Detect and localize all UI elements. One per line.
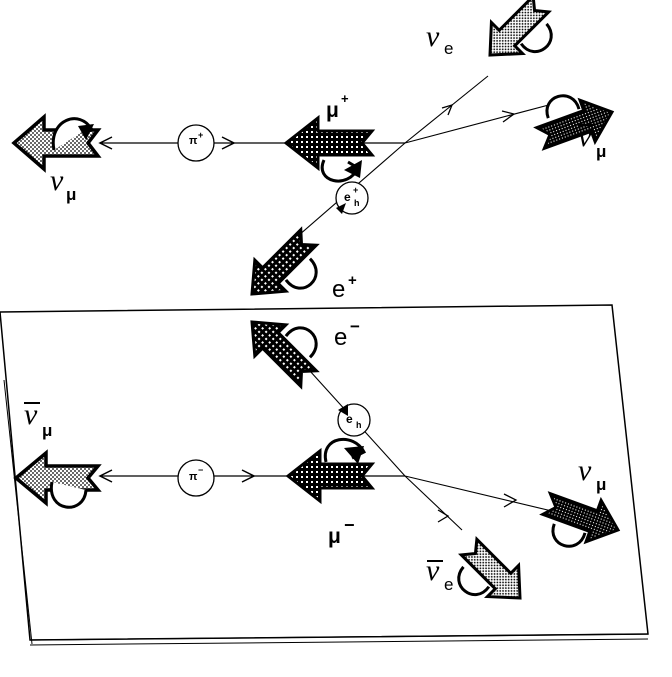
top-numubar-label: ν [578,120,592,153]
bottom-numu-label: ν [578,454,592,487]
bottom-node-sub: h [356,420,362,430]
bottom-numubar-label: ν [24,398,38,431]
top-numubar-arrow [533,94,615,151]
top-positron-label: e [332,276,346,303]
top-positron-arrow [250,226,320,296]
top-numu-arrow [11,113,102,173]
bottom-nuebar-bar [427,560,443,562]
top-nue-label: ν [426,20,440,53]
top-muon-arrow [283,114,376,183]
top-nue-arrow [488,0,553,57]
top-numu-sub: μ [66,185,77,204]
top-branch-numubar [404,101,561,144]
top-pion-charge: + [198,130,204,140]
bottom-numu-arrow [539,491,621,548]
top-numubar-sub: μ [596,142,607,161]
bottom-nuebar-label: ν [426,554,440,587]
bottom-numubar-sub: μ [42,421,53,440]
bottom-muon-arrow [285,437,376,505]
bottom-numu-sub: μ [596,475,607,494]
bottom-nuebar-sub: e [444,575,454,594]
bottom-pion-label: π [189,471,198,483]
top-numu-label: ν [50,164,64,197]
top-muon-label: μ [326,99,339,122]
bottom-nuebar-arrow [457,536,522,600]
bottom-electron-arrow [250,320,320,390]
bottom-muon-charge: − [344,515,355,535]
top-node-sub: h [354,198,360,208]
top-nue-sub: e [444,39,454,58]
bottom-pion-charge: − [198,465,204,475]
bottom-numubar-arrow [13,449,102,509]
bottom-branch-numu [404,475,557,513]
bottom-numubar-bar [24,402,40,404]
top-branch-nue [404,75,489,144]
top-muon-charge: + [341,91,349,106]
top-arrowhead-right [221,136,236,150]
bottom-node-label: e [346,412,353,426]
top-decay [11,0,615,296]
bottom-electron-label: e [334,324,348,351]
bottom-decay [13,320,621,600]
bottom-electron-charge: − [350,317,360,336]
bottom-muon-label: μ [328,525,341,548]
top-arrowhead-left [98,136,113,150]
bottom-branch-nuebar [404,475,463,531]
bottom-pion-circle [177,459,215,497]
top-positron-charge: + [348,272,357,289]
top-pion-label: π [189,135,198,147]
top-pion-circle [177,124,215,162]
top-numubar-bar [578,124,594,126]
top-node-label: e [344,190,351,204]
top-node-sup: + [353,185,359,195]
